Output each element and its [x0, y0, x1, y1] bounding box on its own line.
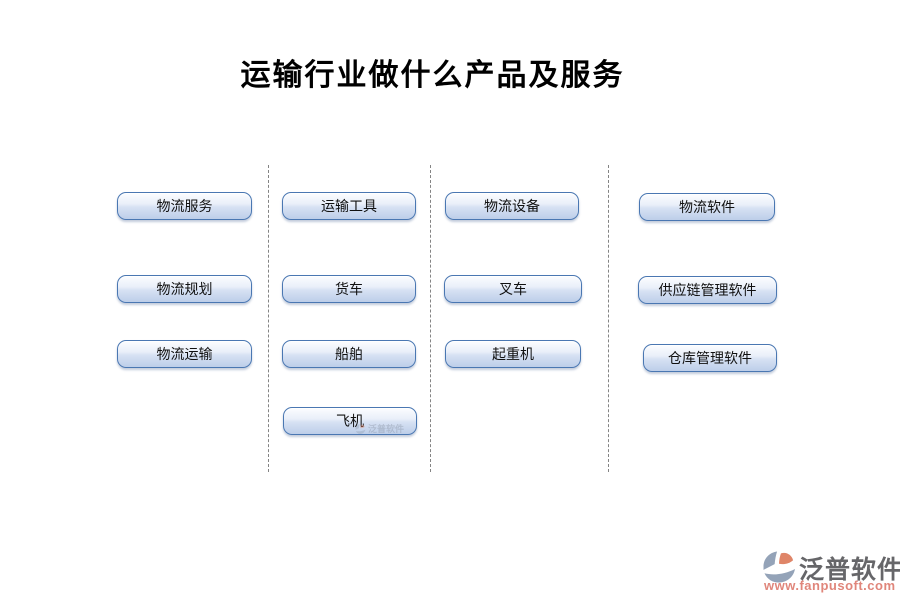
brand-url: www.fanpusoft.com	[764, 578, 896, 593]
brand-name: 泛普软件	[799, 556, 900, 584]
page-title: 运输行业做什么产品及服务	[240, 58, 625, 93]
column-divider-2	[430, 165, 431, 472]
node-transport-tools: 运输工具	[282, 192, 416, 220]
node-logistics-services: 物流服务	[117, 192, 252, 220]
fanpu-logo: 泛普软件 www.fanpusoft.com	[761, 549, 900, 593]
node-forklift: 叉车	[444, 275, 582, 303]
node-crane: 起重机	[445, 340, 581, 368]
column-divider-1	[268, 165, 269, 472]
inline-watermark: 泛普软件	[355, 422, 404, 435]
node-truck: 货车	[282, 275, 416, 303]
node-logistics-planning: 物流规划	[117, 275, 252, 303]
node-ship: 船舶	[282, 340, 416, 368]
fanpu-watermark-icon	[355, 423, 366, 434]
node-logistics-equipment: 物流设备	[445, 192, 579, 220]
column-divider-3	[608, 165, 609, 472]
node-logistics-transport: 物流运输	[117, 340, 252, 368]
node-warehouse-software: 仓库管理软件	[643, 344, 777, 372]
node-supply-chain-software: 供应链管理软件	[638, 276, 777, 304]
node-logistics-software: 物流软件	[639, 193, 775, 221]
fanpu-logo-icon	[763, 551, 796, 583]
inline-watermark-text: 泛普软件	[368, 424, 405, 434]
node-airplane: 飞机	[283, 407, 417, 435]
